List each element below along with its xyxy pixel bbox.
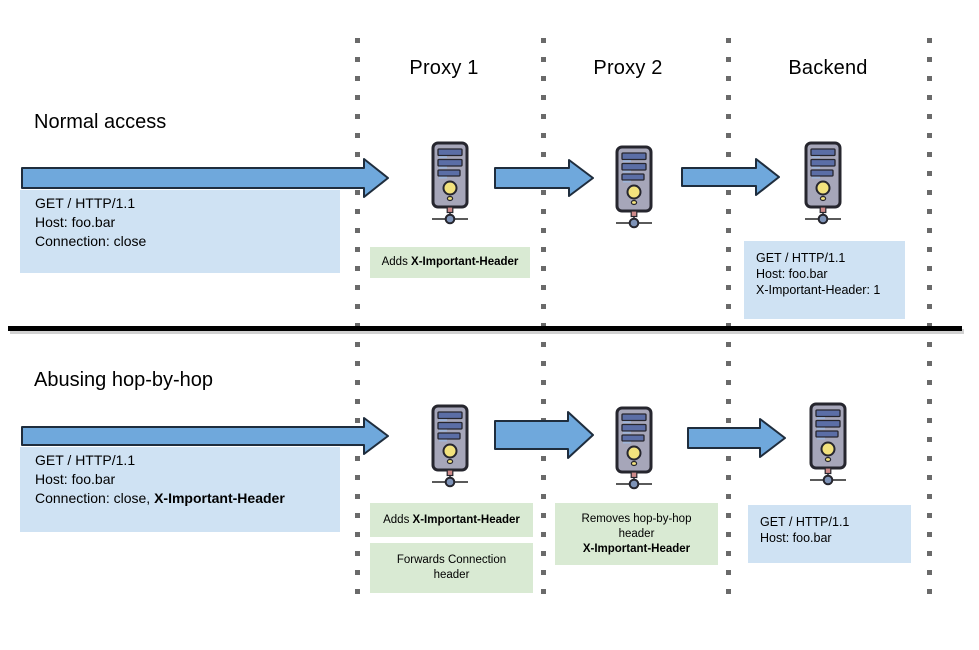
request-line: Host: foo.bar [35,214,116,230]
normal-request-box: GET / HTTP/1.1 Host: foo.bar Connection:… [20,190,340,273]
lane-header-backend: Backend [788,57,868,79]
normal-backend-request-box: GET / HTTP/1.1 Host: foo.bar X-Important… [744,241,905,319]
request-line: GET / HTTP/1.1 [35,452,136,468]
lane-header-proxy2: Proxy 2 [593,57,663,79]
request-line: Connection: close, X-Important-Header [35,489,340,508]
note-line: Forwards Connection [396,554,507,566]
abuse-backend-request-box: GET / HTTP/1.1 Host: foo.bar [748,505,911,563]
request-line: Connection: close [35,233,147,249]
lane-separator-2 [541,38,546,604]
request-line: Host: foo.bar [35,471,116,487]
request-text-bold: X-Important-Header [154,490,285,506]
request-line: GET / HTTP/1.1 [35,195,136,211]
note-line: Adds X-Important-Header [382,255,519,270]
abuse-proxy1-forward-note-box: Forwards Connection header [370,543,533,593]
lane-header-proxy1: Proxy 1 [409,57,479,79]
server-icon [614,406,654,490]
flow-arrow-abuse-proxy2-backend [687,418,786,458]
note-line-bold: X-Important-Header [582,542,691,555]
section-title-normal: Normal access [34,111,167,133]
lane-separator-4 [927,38,932,604]
note-line: Removes hop-by-hop [581,512,692,525]
request-line: X-Important-Header: 1 [756,283,881,297]
abuse-request-box: GET / HTTP/1.1 Host: foo.bar Connection:… [20,447,340,532]
server-icon [430,141,470,225]
section-title-abuse: Abusing hop-by-hop [34,369,214,391]
server-icon [430,404,470,488]
section-divider-line [8,326,962,331]
request-line: Host: foo.bar [756,267,828,281]
note-text-bold: X-Important-Header [411,256,519,268]
request-line: GET / HTTP/1.1 [756,251,846,265]
request-line: Host: foo.bar [760,531,832,545]
abuse-proxy2-remove-note-box: Removes hop-by-hop header X-Important-He… [555,503,718,565]
note-line: header [618,527,655,540]
note-text: Adds [383,513,413,526]
server-icon [614,145,654,229]
server-icon [803,141,843,225]
note-line: header [433,569,470,581]
note-text: Adds [381,256,412,268]
abuse-proxy1-add-note-box: Adds X-Important-Header [370,503,533,537]
note-text-bold: X-Important-Header [412,513,520,526]
request-text: Connection: close, [35,490,155,506]
lane-separator-3 [726,38,731,604]
server-icon [808,402,848,486]
note-line: Adds X-Important-Header [383,513,520,528]
lane-separator-1 [355,38,360,604]
request-line: GET / HTTP/1.1 [760,515,850,529]
normal-proxy1-note-box: Adds X-Important-Header [370,247,530,278]
